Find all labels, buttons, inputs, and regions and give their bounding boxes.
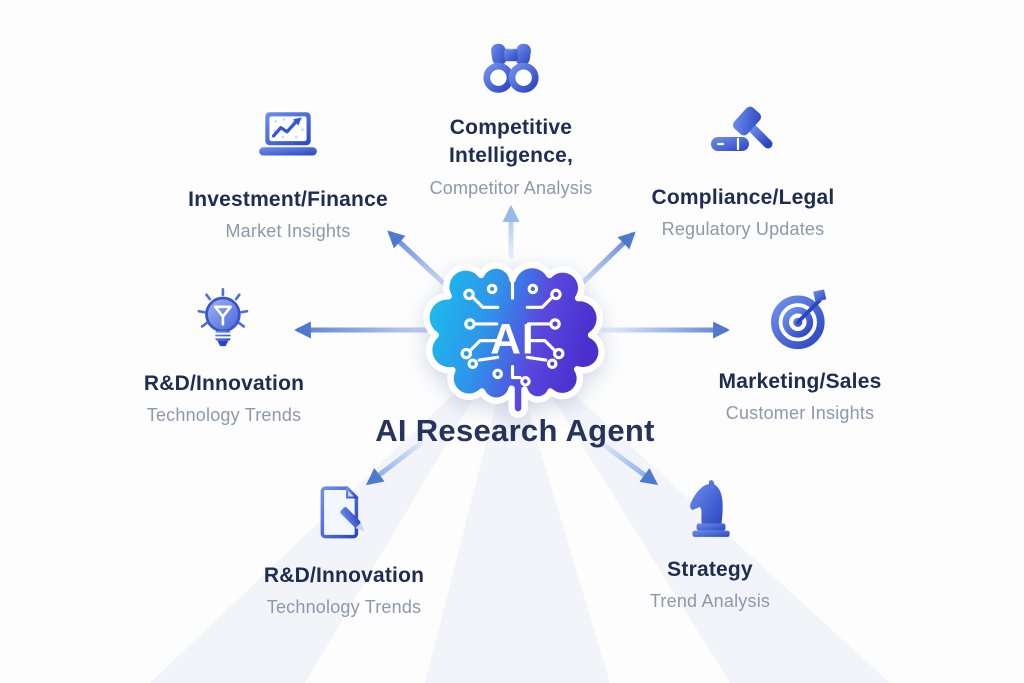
node-title: R&D/Innovation bbox=[143, 372, 305, 395]
target-dart-icon bbox=[765, 284, 835, 354]
node-subtitle: Technology Trends bbox=[146, 405, 302, 426]
node-title: Strategy bbox=[667, 558, 753, 581]
arrow-down-right bbox=[598, 440, 659, 486]
node-rd-innovation-left: R&D/Innovation Technology Trends bbox=[94, 286, 354, 426]
node-rd-innovation-bottom: R&D/Innovation Technology Trends bbox=[214, 482, 474, 618]
node-subtitle: Competitor Analysis bbox=[429, 177, 593, 198]
node-subtitle: Trend Analysis bbox=[649, 591, 771, 612]
node-subtitle: Customer Insights bbox=[725, 403, 875, 424]
node-subtitle: Technology Trends bbox=[266, 597, 422, 618]
node-title: Compliance/Legal bbox=[651, 186, 835, 209]
node-investment-finance: Investment/Finance Market Insights bbox=[158, 106, 418, 242]
node-title: Marketing/Sales bbox=[718, 370, 882, 393]
arrow-up-right bbox=[571, 231, 636, 294]
document-pencil-icon bbox=[311, 482, 377, 548]
node-compliance-legal: Compliance/Legal Regulatory Updates bbox=[613, 104, 873, 240]
node-competitive-intelligence: Competitive Intelligence, Competitor Ana… bbox=[396, 38, 626, 199]
lightbulb-icon bbox=[189, 286, 259, 356]
node-subtitle: Market Insights bbox=[225, 221, 351, 242]
node-strategy: Strategy Trend Analysis bbox=[590, 476, 830, 612]
diagram-title: AI Research Agent bbox=[375, 413, 655, 448]
node-subtitle: Regulatory Updates bbox=[661, 219, 825, 240]
arrow-up-left bbox=[387, 230, 455, 294]
node-title: Investment/Finance bbox=[188, 188, 388, 211]
binoculars-icon bbox=[480, 38, 542, 100]
laptop-chart-icon bbox=[255, 106, 321, 172]
node-title: Competitive Intelligence, bbox=[449, 116, 573, 168]
node-marketing-sales: Marketing/Sales Customer Insights bbox=[670, 284, 930, 424]
chess-knight-icon bbox=[677, 476, 743, 542]
gavel-icon bbox=[709, 104, 777, 170]
brain-shape bbox=[423, 261, 605, 418]
arrow-down-left bbox=[365, 440, 424, 486]
ai-circuit-brain-icon: AI bbox=[420, 250, 605, 422]
brain-label: AI bbox=[490, 316, 534, 364]
node-title: R&D/Innovation bbox=[263, 564, 425, 587]
